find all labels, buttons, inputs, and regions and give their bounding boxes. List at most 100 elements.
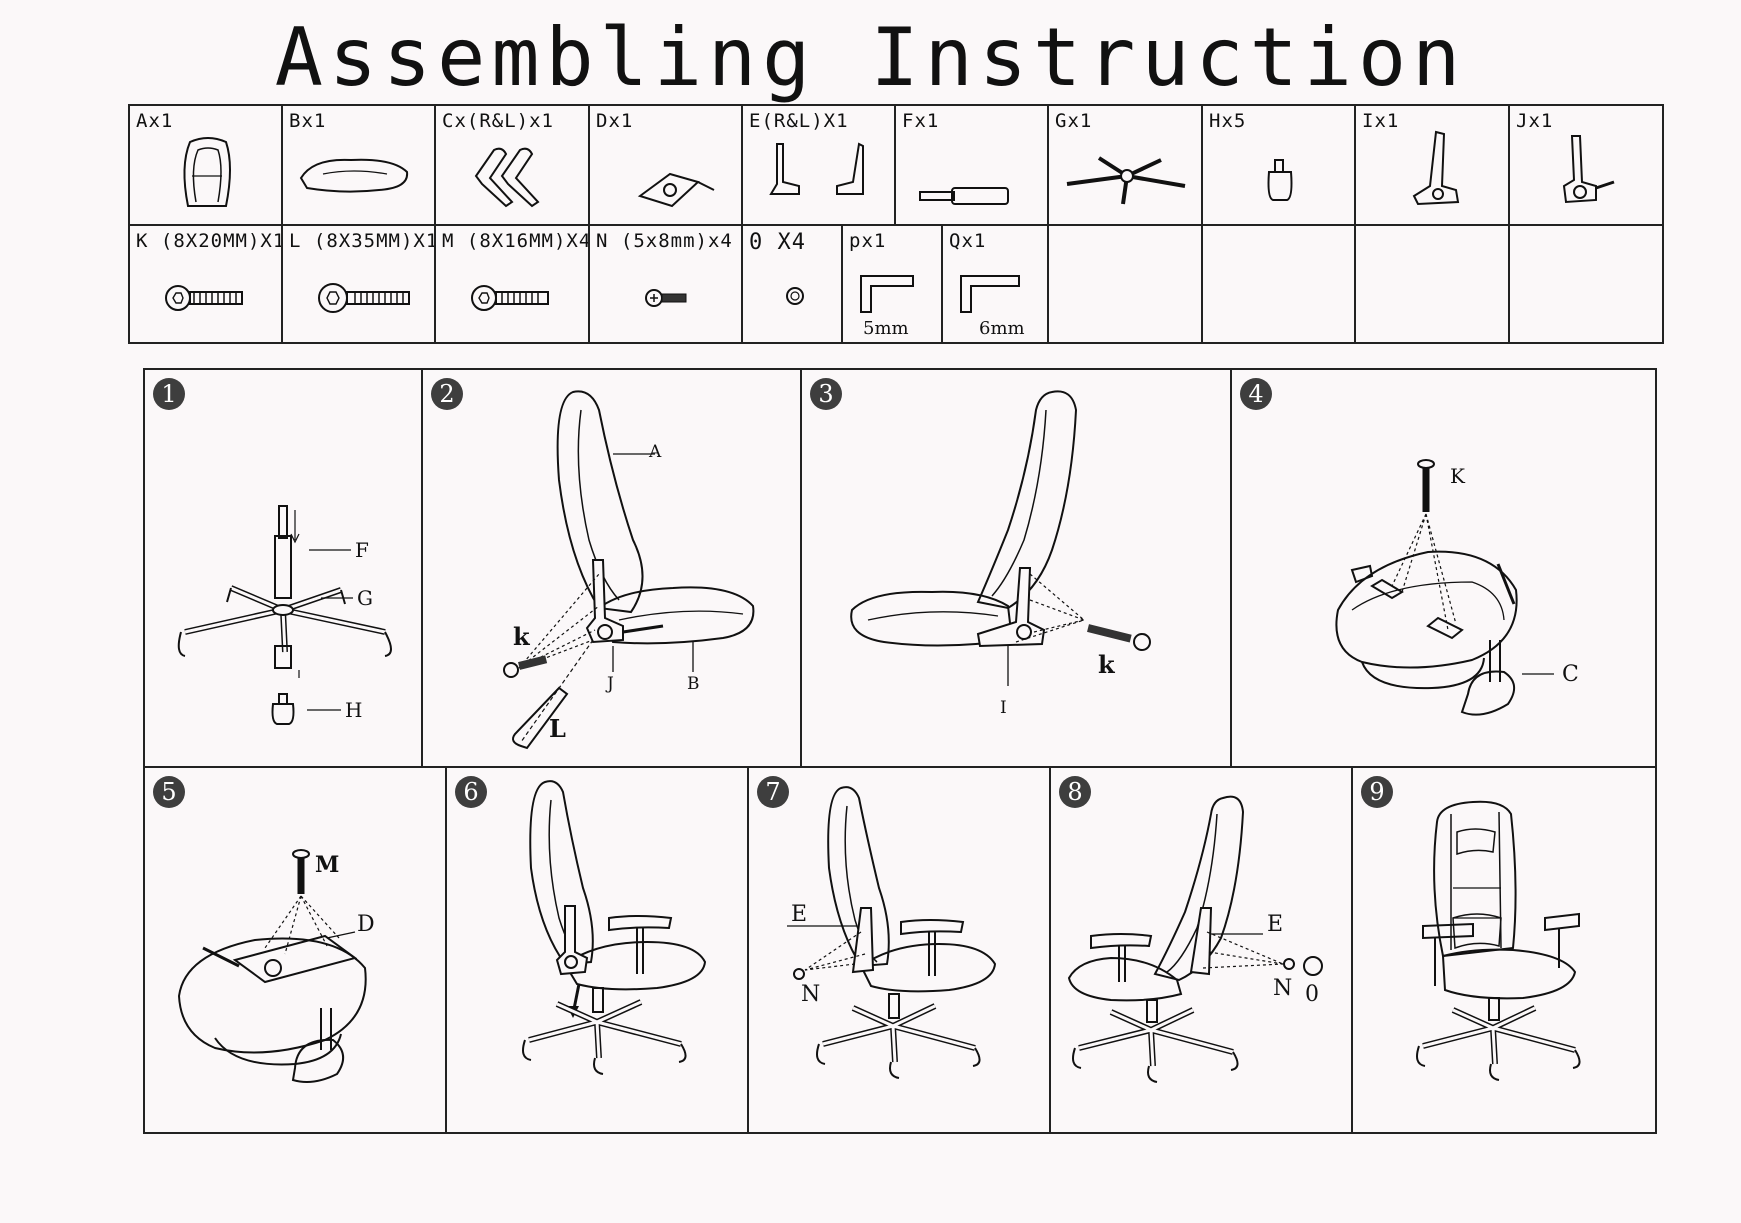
armrests-icon [474, 147, 540, 208]
empty-cell [1354, 224, 1510, 344]
empty-cell [1047, 224, 1203, 344]
allen-key-icon [960, 275, 1020, 313]
callout-b: B [687, 674, 700, 694]
part-label: M (8X16MM)X4 [442, 230, 592, 252]
cap-icon [786, 287, 804, 305]
caster-icon [1267, 159, 1293, 201]
parts-table: Ax1 Bx1 Cx(R&L)x1 Dx1 E(R&L)X1 [128, 104, 1664, 344]
part-cell-q: Qx1 6mm [941, 224, 1049, 344]
callout-n: N [1273, 976, 1293, 1001]
callout-f: F [355, 538, 369, 562]
seat-back-attach-drawing [503, 390, 755, 750]
armrest-attach-drawing [1335, 459, 1554, 716]
part-label: Dx1 [596, 110, 634, 132]
part-cell-h: Hx5 [1201, 104, 1356, 226]
part-label: E(R&L)X1 [749, 110, 849, 132]
side-cover-attach-drawing [787, 786, 997, 1079]
part-label: px1 [849, 230, 887, 252]
seat-on-base-drawing [522, 780, 707, 1075]
step-number: 9 [1361, 776, 1393, 808]
allen-key-size: 6mm [979, 318, 1025, 339]
seat-cushion-icon [299, 158, 409, 193]
step-number: 6 [455, 776, 487, 808]
part-label: K (8X20MM)X15 [136, 230, 298, 252]
part-label: Qx1 [949, 230, 987, 252]
callout-h: H [345, 698, 363, 722]
part-cell-f: Fx1 [894, 104, 1049, 226]
part-label: Hx5 [1209, 110, 1247, 132]
mechanism-attach-drawing [177, 849, 367, 1083]
assembly-steps: 1 F G H 2 [143, 368, 1657, 1134]
step-number: 4 [1240, 378, 1272, 410]
part-cell-k: K (8X20MM)X15 [128, 224, 297, 344]
step-8-panel: 8 E N 0 [1049, 766, 1353, 1134]
allen-key-icon [860, 275, 914, 313]
part-label: N (5x8mm)x4 [596, 230, 733, 252]
five-star-base-icon [1066, 156, 1186, 205]
backrest-icon [183, 137, 231, 207]
part-cell-l: L (8X35MM)X1 [281, 224, 439, 344]
part-cell-g: Gx1 [1047, 104, 1203, 226]
recline-lever-bracket-icon [1562, 135, 1615, 204]
callout-k: K [1450, 464, 1465, 488]
callout-k: k [1098, 650, 1115, 679]
step-number: 1 [153, 378, 185, 410]
step-number: 5 [153, 776, 185, 808]
part-cell-p: px1 5mm [841, 224, 943, 344]
gas-lift-icon [919, 187, 1009, 205]
part-cell-m: M (8X16MM)X4 [434, 224, 590, 344]
bolt-icon [165, 285, 243, 311]
allen-key-size: 5mm [863, 318, 909, 339]
callout-n: N [801, 982, 821, 1007]
part-label: Ax1 [136, 110, 174, 132]
page-title: Assembling Instruction [274, 11, 1467, 104]
part-cell-j: Jx1 [1508, 104, 1664, 226]
part-cell-d: Dx1 [588, 104, 743, 226]
step-number: 3 [810, 378, 842, 410]
part-cell-c: Cx(R&L)x1 [434, 104, 590, 226]
callout-j: J [607, 674, 614, 694]
empty-cell [1201, 224, 1356, 344]
part-cell-n: N (5x8mm)x4 [588, 224, 743, 344]
callout-d: D [357, 912, 375, 937]
step-1-panel: 1 F G H [143, 368, 423, 768]
callout-a: A [649, 442, 662, 462]
step-number: 7 [757, 776, 789, 808]
mechanism-plate-icon [637, 172, 715, 208]
callout-k: k [513, 622, 530, 651]
part-cell-b: Bx1 [281, 104, 436, 226]
recline-bracket-icon [1412, 130, 1460, 206]
part-label: Bx1 [289, 110, 327, 132]
callout-i: I [1000, 698, 1007, 718]
part-label: Fx1 [902, 110, 940, 132]
side-covers-icon [769, 142, 864, 195]
step-5-panel: 5 M D [143, 766, 447, 1134]
other-side-cover-drawing [1067, 795, 1323, 1083]
part-label: L (8X35MM)X1 [289, 230, 439, 252]
part-cell-o: 0 X4 [741, 224, 843, 344]
part-cell-e: E(R&L)X1 [741, 104, 896, 226]
step-2-panel: 2 A k L J B [421, 368, 802, 768]
small-screw-icon [645, 289, 687, 307]
part-cell-a: Ax1 [128, 104, 283, 226]
part-label: Gx1 [1055, 110, 1093, 132]
callout-m: M [315, 852, 340, 878]
step-4-panel: 4 K C [1230, 368, 1657, 768]
callout-g: G [357, 586, 373, 610]
base-assembly-drawing [177, 505, 392, 725]
part-cell-i: Ix1 [1354, 104, 1510, 226]
finished-chair-drawing [1416, 800, 1581, 1081]
part-label: Ix1 [1362, 110, 1400, 132]
bolt-icon [471, 285, 549, 311]
recline-bracket-attach-drawing [850, 390, 1151, 686]
step-number: 8 [1059, 776, 1091, 808]
step-number: 2 [431, 378, 463, 410]
callout-l: L [549, 714, 566, 743]
step-9-panel: 9 [1351, 766, 1657, 1134]
step-7-panel: 7 E N [747, 766, 1051, 1134]
callout-o: 0 [1305, 982, 1319, 1007]
part-label: 0 X4 [749, 230, 806, 255]
part-label: Jx1 [1516, 110, 1554, 132]
callout-e: E [791, 902, 808, 927]
part-label: Cx(R&L)x1 [442, 110, 554, 132]
